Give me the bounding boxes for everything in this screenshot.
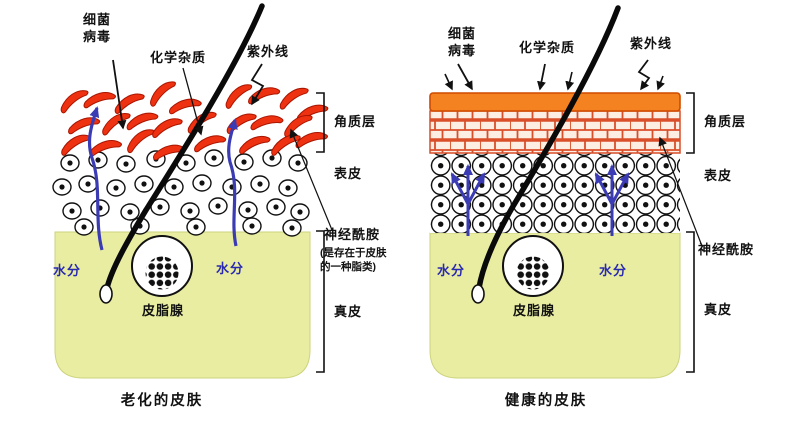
layer-brackets [658, 92, 703, 373]
hair-shaft [99, 3, 265, 304]
dermis-layer [54, 231, 311, 379]
moisture-retained-arrows [450, 164, 630, 236]
epidermis-cells [52, 149, 310, 237]
moisture-escape-arrows [87, 106, 238, 251]
aged-skin-diagram [52, 3, 333, 379]
dermis-label: 真皮 [704, 302, 733, 317]
stratum-corneum-label: 角质层 [334, 114, 377, 129]
sebaceous-gland-label: 皮脂腺 [141, 303, 185, 318]
epidermis-label: 表皮 [334, 166, 363, 181]
dermis-layer [429, 232, 681, 379]
layer-brackets [289, 92, 333, 373]
bacteria-virus-label: 细菌 病毒 [447, 26, 477, 58]
sebaceous-gland-label: 皮脂腺 [512, 303, 556, 318]
moisture-label: 水分 [436, 263, 466, 278]
hazard-arrows [112, 59, 265, 136]
ceramide-label: 神经酰胺 [324, 227, 381, 242]
healthy-skin-diagram [429, 5, 703, 379]
ceramide-label: 神经酰胺 [698, 242, 755, 257]
chemical-impurity-label: 化学杂质 [518, 40, 576, 55]
moisture-label: 水分 [598, 263, 628, 278]
sebaceous-gland [131, 235, 193, 297]
uv-label: 紫外线 [629, 36, 673, 51]
healthy-skin-caption: 健康的皮肤 [504, 393, 588, 409]
dermis-label: 真皮 [334, 304, 363, 319]
chemical-impurity-label: 化学杂质 [149, 50, 207, 65]
aged-skin-caption: 老化的皮肤 [120, 393, 204, 409]
sebaceous-gland [502, 235, 564, 297]
epidermis-label: 表皮 [704, 168, 733, 183]
ceramide-note: (是存在于皮肤 的一种脂类) [320, 247, 387, 274]
hair-shaft [471, 5, 621, 304]
bacteria-virus-label: 细菌 病毒 [82, 12, 112, 44]
surface-lipid-band [429, 92, 681, 112]
stratum-corneum-label: 角质层 [704, 114, 747, 129]
damaged-corneum-flakes [57, 79, 329, 166]
moisture-label: 水分 [215, 261, 245, 276]
moisture-label: 水分 [52, 263, 82, 278]
uv-label: 紫外线 [246, 44, 290, 59]
hazard-arrows-blocked [444, 59, 665, 91]
epidermis-cells [430, 153, 680, 233]
